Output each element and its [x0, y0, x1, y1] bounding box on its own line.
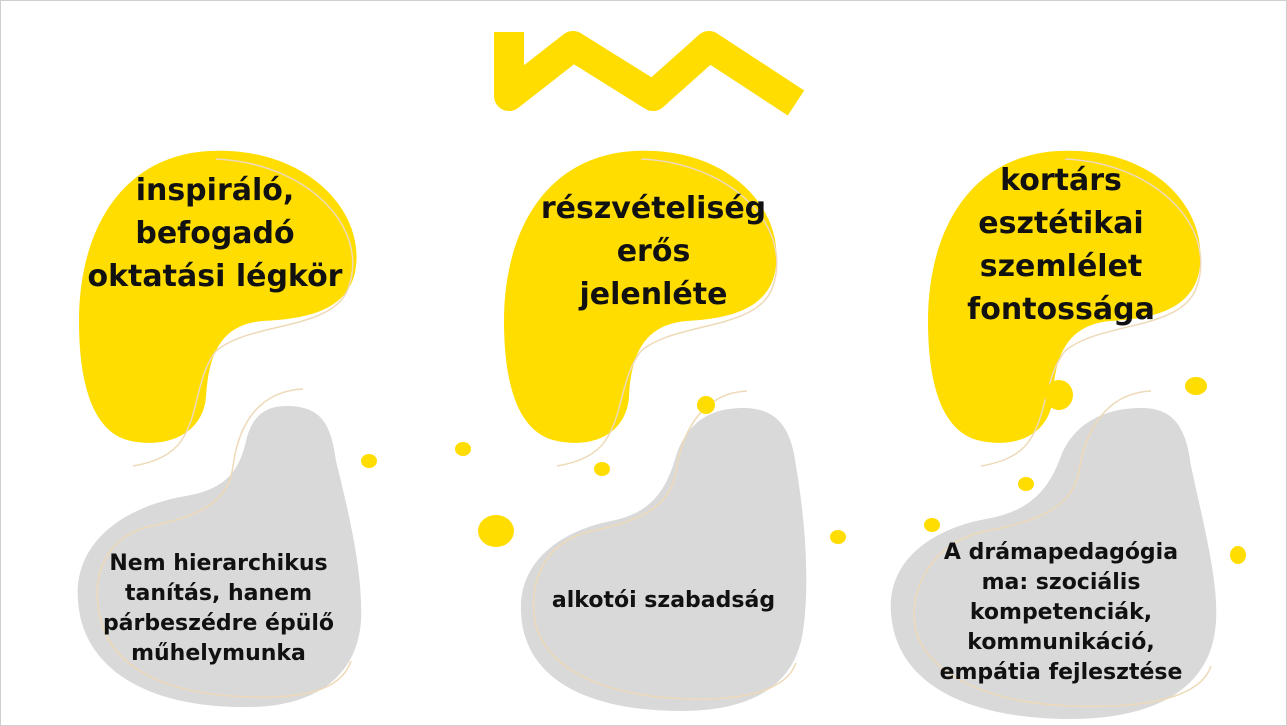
yellow-blob-3-text: kortárs esztétikai szemlélet fontossága [931, 159, 1191, 331]
yellow-blob-3-outline [980, 158, 1202, 467]
gray-blob-2-text: alkotói szabadság [521, 581, 806, 621]
dot [1045, 380, 1073, 410]
gray-blob-3 [890, 408, 1217, 719]
gray-blob-3-outline [913, 390, 1212, 708]
gray-blob-1-text: Nem hierarchikus tanítás, hanem párbeszé… [81, 546, 356, 671]
dot [830, 530, 846, 544]
yellow-blob-3-label: kortárs esztétikai szemlélet fontossága [967, 163, 1155, 327]
gray-blob-3-label: A drámapedagógia ma: szociális kompetenc… [939, 540, 1183, 685]
dot [594, 462, 610, 476]
yellow-blob-2-text: részvételiség erős jelenléte [506, 181, 801, 321]
dot [1018, 477, 1034, 491]
decorative-dots [361, 377, 1246, 564]
dot [697, 396, 715, 414]
yellow-blob-2 [504, 150, 777, 443]
dot [455, 442, 471, 456]
gray-blob-3-text: A drámapedagógia ma: szociális kompetenc… [906, 538, 1216, 688]
gray-blob-1-outline [96, 388, 352, 698]
dot [924, 518, 940, 532]
dot [361, 454, 377, 468]
dot [1185, 377, 1207, 395]
yellow-blob-1-outline [132, 158, 354, 467]
yellow-blob-2-label: részvételiség erős jelenléte [540, 190, 767, 312]
gray-blob-1 [77, 406, 362, 708]
gray-blob-2 [520, 408, 807, 711]
dot [1230, 546, 1246, 564]
gray-blob-2-outline [532, 390, 797, 700]
yellow-blob-1-label: inspiráló, befogadó oktatási légkör [87, 173, 343, 294]
yellow-blob-1-text: inspiráló, befogadó oktatási légkör [81, 166, 349, 301]
yellow-blob-1 [79, 150, 357, 443]
yellow-blob-3 [928, 150, 1201, 443]
gray-blob-1-label: Nem hierarchikus tanítás, hanem párbeszé… [102, 550, 335, 666]
gray-blob-2-label: alkotói szabadság [551, 588, 776, 613]
yellow-blob-2-outline [556, 158, 778, 467]
dot [478, 515, 514, 547]
